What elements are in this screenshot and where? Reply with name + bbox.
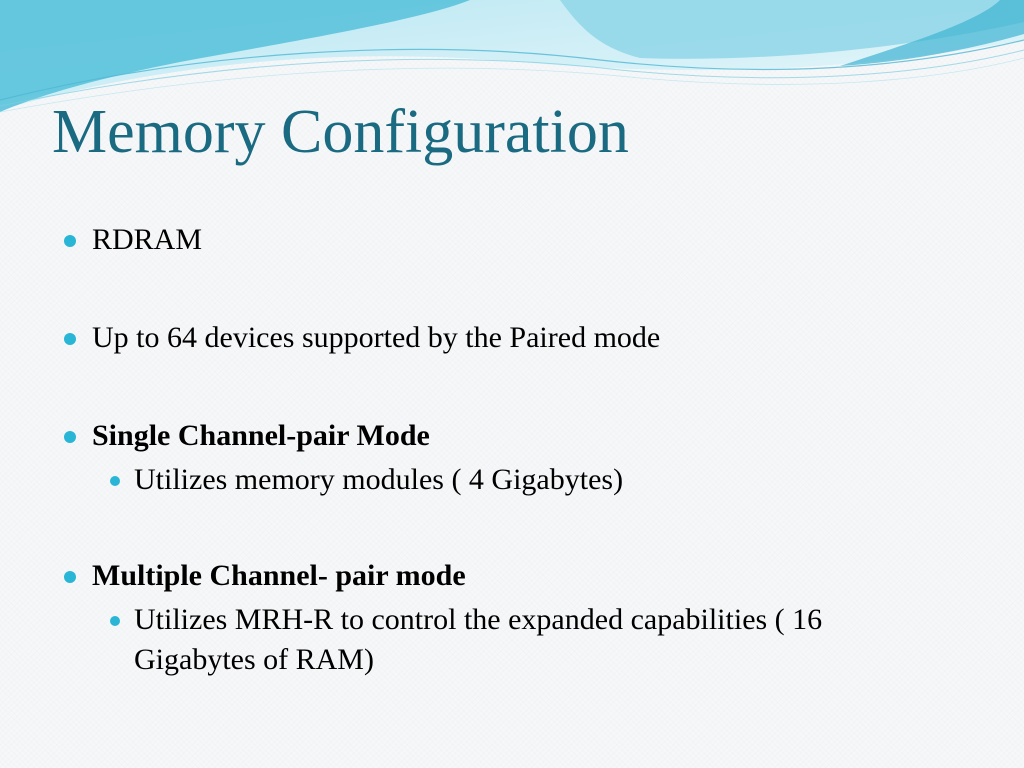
sub-bullet-icon (110, 476, 120, 486)
bullet-text: Single Channel-pair Mode (92, 419, 430, 452)
bullet-item: Up to 64 devices supported by the Paired… (62, 316, 962, 360)
bullet-text: RDRAM (92, 223, 203, 256)
sub-bullet-item: Utilizes MRH-R to control the expanded c… (106, 600, 934, 680)
bullet-item: Single Channel-pair Mode (62, 414, 962, 458)
bullet-icon (64, 333, 76, 345)
bullet-icon (64, 571, 76, 583)
bullet-text: Up to 64 devices supported by the Paired… (92, 321, 661, 354)
slide-title: Memory Configuration (52, 98, 629, 166)
sub-bullet-text: Utilizes memory modules ( 4 Gigabytes) (134, 463, 624, 496)
sub-bullet-item: Utilizes memory modules ( 4 Gigabytes) (106, 460, 962, 500)
bullet-text: Multiple Channel- pair mode (92, 559, 466, 592)
sub-bullet-text: Utilizes MRH-R to control the expanded c… (134, 603, 823, 676)
bullet-icon (64, 431, 76, 443)
bullet-icon (64, 235, 76, 247)
sub-bullet-icon (110, 616, 120, 626)
header-wave-decoration (0, 0, 1024, 113)
bullet-item: RDRAM (62, 218, 962, 262)
bullet-list: RDRAM Up to 64 devices supported by the … (62, 218, 962, 680)
bullet-item: Multiple Channel- pair mode (62, 554, 962, 598)
